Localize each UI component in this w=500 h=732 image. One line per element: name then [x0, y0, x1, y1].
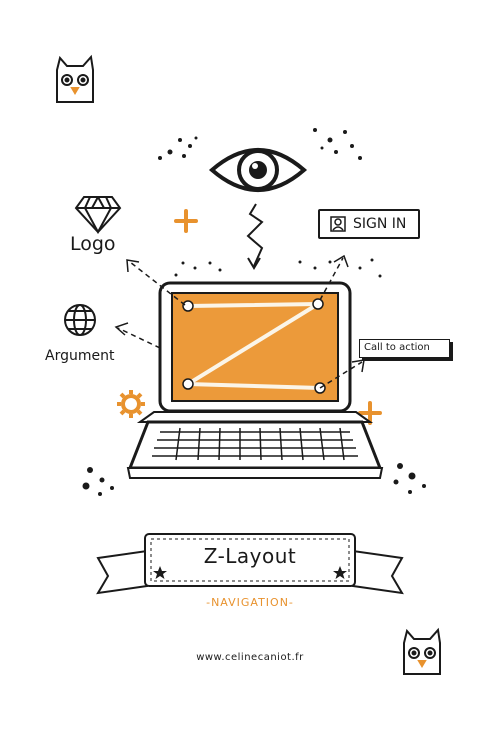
star-icon — [333, 566, 347, 579]
decorative-dots — [82, 128, 426, 496]
argument-label: Argument — [45, 348, 115, 364]
eye-icon — [208, 148, 308, 192]
star-icon — [153, 566, 167, 579]
user-icon — [330, 216, 346, 232]
keyboard — [152, 427, 358, 461]
website-link[interactable]: www.celinecaniot.fr — [196, 652, 304, 663]
sign-in-button[interactable]: SIGN IN — [318, 209, 420, 239]
banner-subtitle: -NAVIGATION- — [206, 596, 294, 609]
cat-icon — [403, 627, 441, 675]
gear-icon — [117, 390, 145, 418]
banner-title: Z-Layout — [203, 544, 297, 568]
dashed-arrows — [117, 257, 363, 389]
logo-label: Logo — [70, 233, 116, 255]
cat-icon — [56, 54, 94, 103]
call-to-action-button[interactable]: Call to action — [359, 339, 450, 358]
globe-icon — [64, 304, 96, 336]
call-to-action-label: Call to action — [364, 342, 430, 353]
zigzag-arrow — [246, 203, 264, 267]
sign-in-label: SIGN IN — [353, 216, 407, 232]
diamond-icon — [74, 196, 122, 235]
ribbon-banner — [96, 533, 404, 595]
plus-icon — [358, 401, 382, 425]
plus-icon — [174, 209, 198, 233]
laptop-icon — [126, 281, 384, 479]
